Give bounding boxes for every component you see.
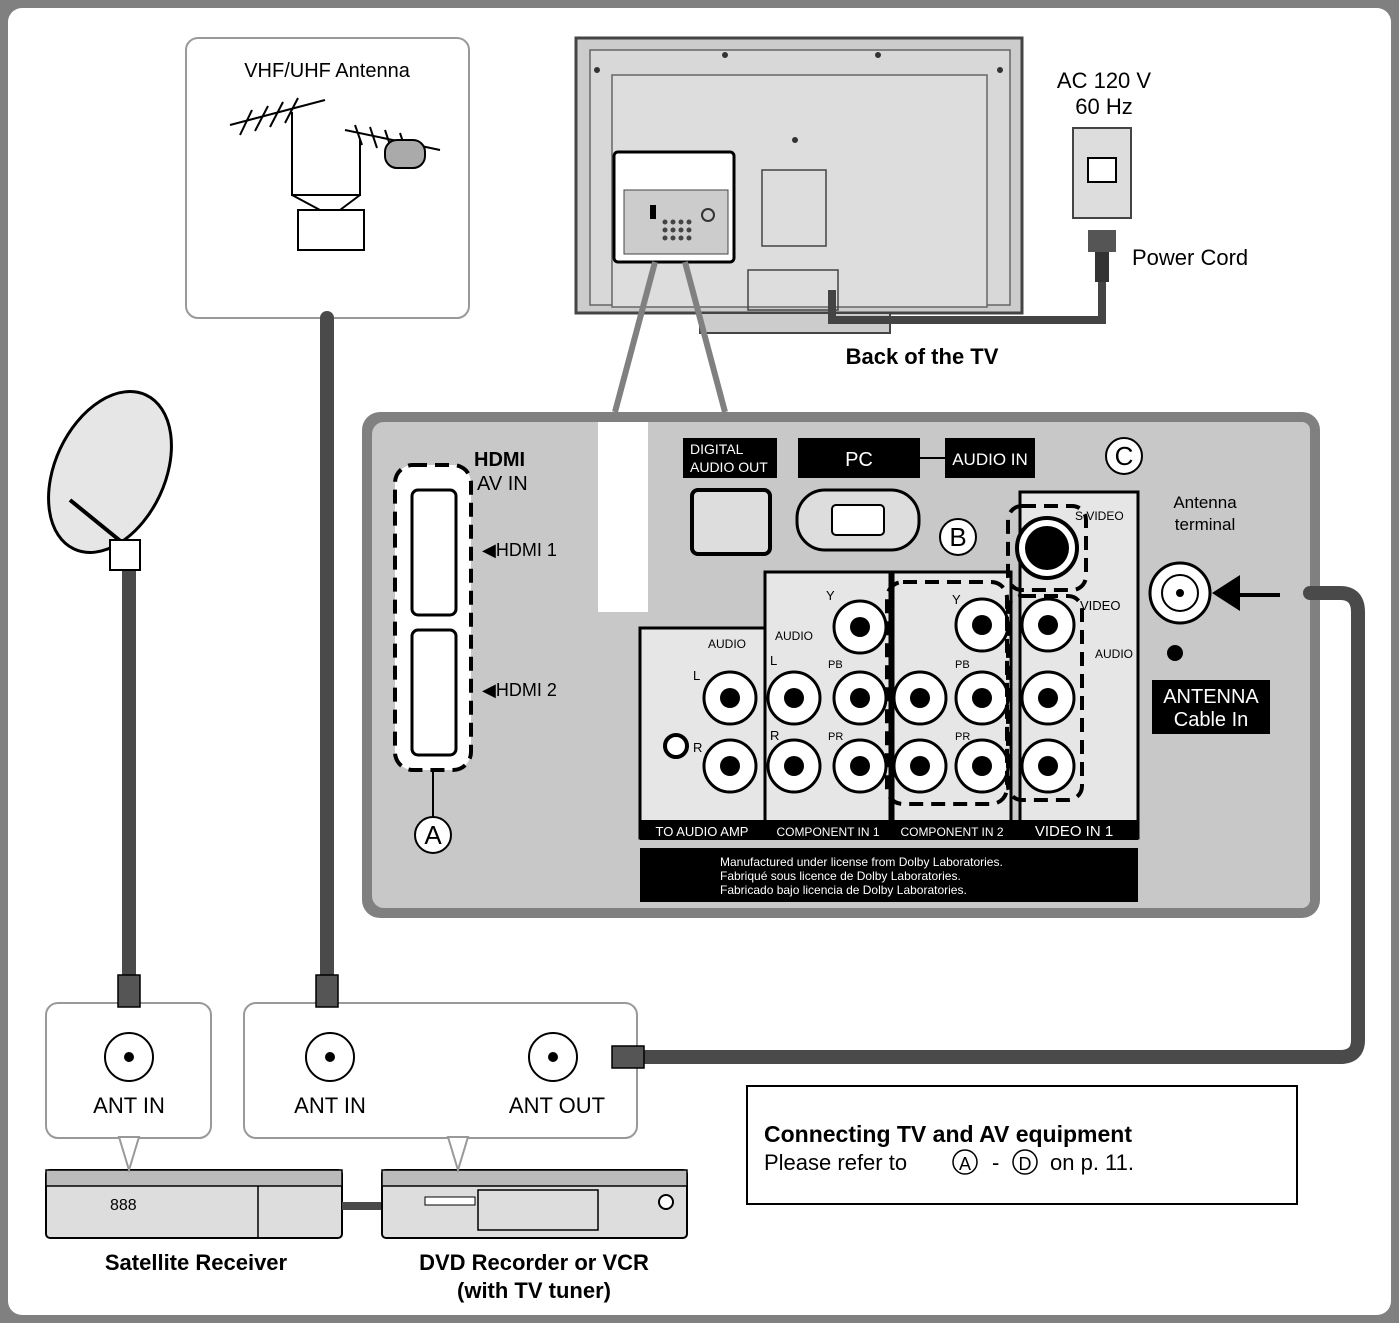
hdmi-logo: HDMI: [474, 449, 525, 471]
callout-c: [1105, 437, 1143, 475]
power-voltage: AC 120 V: [1057, 68, 1151, 93]
zoom-lines: [612, 261, 728, 413]
dvd-recorder-icon: [381, 1169, 688, 1239]
power-cord-label: Power Cord: [1132, 245, 1248, 270]
dvd-ant-in-label: ANT IN: [294, 1093, 366, 1118]
comp2-pb-label: PB: [955, 659, 970, 671]
comp1-r-label: R: [770, 728, 779, 743]
pointer-satellite: [117, 1136, 141, 1174]
note-text-prefix: Please refer to: [764, 1150, 907, 1175]
license-line-3: Fabricado bajo licencia de Dolby Laborat…: [720, 883, 967, 897]
hdmi2-port: [410, 628, 458, 757]
note-to-letter: D: [1019, 1154, 1032, 1174]
cables: [122, 311, 1365, 1064]
hdmi1-label: ◀HDMI 1: [482, 540, 557, 560]
component-in-1-label: COMPONENT IN 1: [776, 825, 879, 839]
antenna-terminal-label-2: terminal: [1175, 515, 1235, 534]
power-cord: [828, 282, 1106, 324]
digital-audio-out-label-1: DIGITAL: [690, 441, 744, 457]
note-callout-from: [952, 1149, 978, 1175]
antenna-box-label-2: Cable In: [1174, 709, 1249, 731]
callout-c-box: [1006, 504, 1088, 592]
comp2-y-label: Y: [952, 592, 961, 607]
note-box: Connecting TV and AV equipment Please re…: [746, 1085, 1298, 1205]
device-link-cable: [342, 1202, 382, 1210]
dvd-caption-2: (with TV tuner): [457, 1278, 611, 1303]
video-in-1-label: VIDEO IN 1: [1035, 823, 1113, 840]
svideo-label: S VIDEO: [1075, 509, 1124, 523]
rca-jacks: [663, 597, 1076, 794]
comp1-l-label: L: [770, 653, 777, 668]
tv-back: Back of the TV: [574, 36, 1024, 369]
comp2-pr-label: PR: [955, 731, 970, 743]
pointer-dvd: [446, 1136, 470, 1174]
digital-audio-out-label-bg: [683, 438, 777, 478]
av-in-label: AV IN: [477, 473, 528, 495]
video-in-audio-label: AUDIO: [1095, 647, 1133, 661]
comp1-pb-label: PB: [828, 659, 843, 671]
callout-a: [414, 816, 452, 854]
to-audio-amp-label: TO AUDIO AMP: [656, 824, 749, 839]
hdmi1-port: [410, 488, 458, 617]
dvd-ant-box: ANT IN ANT OUT: [243, 1002, 638, 1139]
callout-c-letter: C: [1115, 441, 1134, 471]
cable-connectors: [117, 974, 645, 1069]
comp1-pr-label: PR: [828, 731, 843, 743]
amp-r-label: R: [693, 740, 702, 755]
callout-a-letter: A: [424, 820, 442, 850]
antenna-box: VHF/UHF Antenna: [185, 37, 470, 319]
pc-label: PC: [845, 449, 873, 471]
antenna-box-label-1: ANTENNA: [1163, 686, 1259, 708]
amp-l-label: L: [693, 668, 700, 683]
satellite-caption: Satellite Receiver: [105, 1250, 288, 1275]
dvd-ant-out-label: ANT OUT: [509, 1093, 605, 1118]
callout-d-box: [1006, 594, 1084, 802]
note-text-suffix: on p. 11.: [1050, 1150, 1134, 1175]
note-dash: -: [992, 1150, 999, 1175]
note-callout-to: [1012, 1149, 1038, 1175]
license-strip: [640, 848, 1138, 902]
dvd-caption-1: DVD Recorder or VCR: [419, 1250, 649, 1275]
optical-port: [690, 488, 772, 556]
terminal-panel: HDMI AV IN ◀HDMI 1 ◀HDMI 2 DIGITAL AUDIO…: [362, 412, 1320, 918]
power-frequency: 60 Hz: [1075, 94, 1132, 119]
comp1-y-label: Y: [826, 588, 835, 603]
antenna-icon: [229, 97, 441, 251]
satellite-dish-icon: [47, 390, 173, 571]
audio-in-label: AUDIO IN: [952, 450, 1028, 469]
video-label: VIDEO: [1080, 598, 1120, 613]
note-from-letter: A: [959, 1154, 971, 1174]
component-in-2-label: COMPONENT IN 2: [900, 825, 1003, 839]
antenna-label: VHF/UHF Antenna: [244, 60, 411, 82]
license-line-2: Fabriqué sous licence de Dolby Laborator…: [720, 869, 961, 883]
note-title: Connecting TV and AV equipment: [764, 1121, 1132, 1147]
amp-audio-label: AUDIO: [708, 637, 746, 651]
arrow: [1240, 593, 1280, 597]
license-line-1: Manufactured under license from Dolby La…: [720, 855, 1003, 869]
power-section: AC 120 V 60 Hz Power Cord: [828, 68, 1248, 324]
tv-back-caption: Back of the TV: [846, 344, 999, 369]
power-plug-icon: [1088, 230, 1116, 252]
antenna-terminal-label-1: Antenna: [1173, 493, 1237, 512]
antenna-cable-in-box: [1152, 680, 1270, 734]
satellite-receiver-icon: 888: [45, 1169, 343, 1239]
hdmi2-label: ◀HDMI 2: [482, 680, 557, 700]
callout-b-letter: B: [949, 522, 966, 552]
satellite-display: 888: [110, 1197, 137, 1214]
comp1-audio-label: AUDIO: [775, 629, 813, 643]
callout-b: [939, 518, 977, 556]
satellite-ant-in-label: ANT IN: [93, 1093, 165, 1118]
digital-audio-out-label-2: AUDIO OUT: [690, 459, 768, 475]
satellite-ant-box: ANT IN: [45, 1002, 212, 1139]
